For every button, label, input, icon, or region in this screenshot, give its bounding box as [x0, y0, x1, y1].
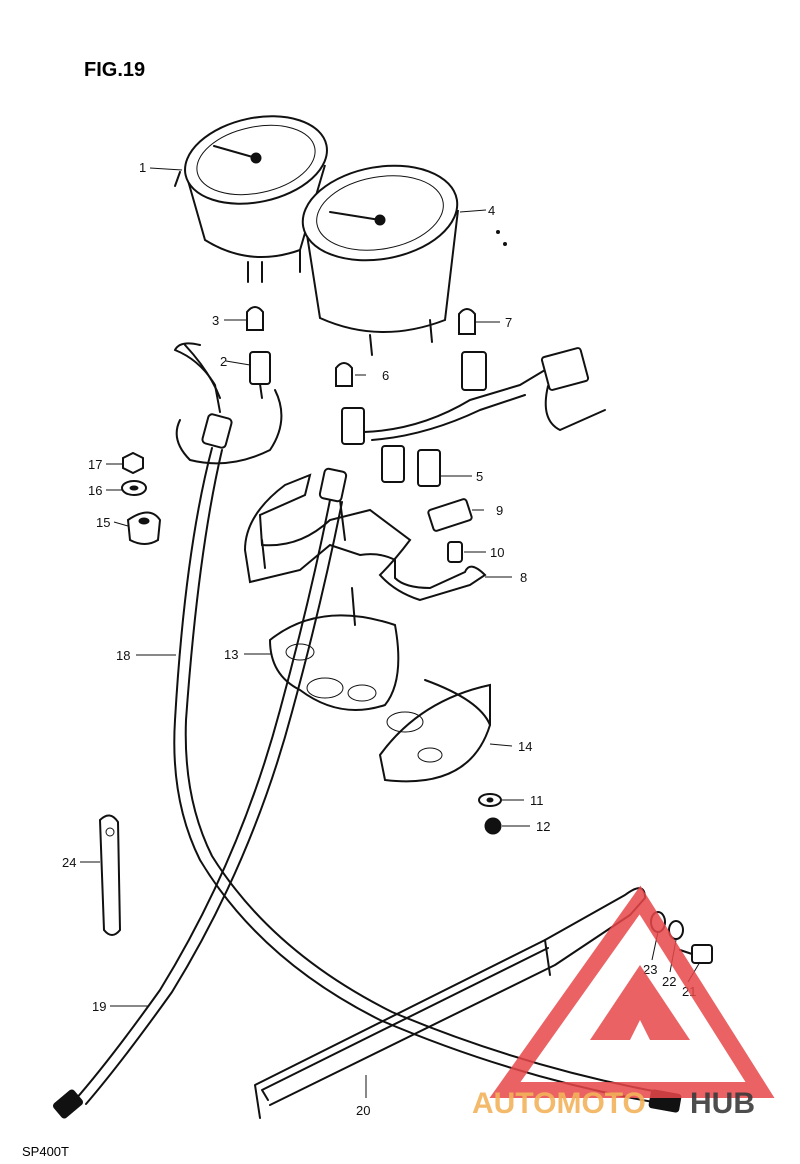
watermark-inner-mark-icon	[590, 965, 690, 1040]
nut-17-drawing	[122, 451, 144, 475]
wiring-harness-drawing	[174, 342, 606, 487]
watermark-logo	[489, 885, 775, 1098]
callout-15: 15	[96, 515, 110, 530]
tachometer-drawing	[174, 115, 328, 283]
callout-10: 10	[490, 545, 504, 560]
callouts: 1 2 3 4 5 6 7 8 9 10 11 12 13 14 15 16 1…	[62, 160, 696, 1118]
meter-cover-drawing	[378, 679, 491, 783]
callout-1: 1	[139, 160, 146, 175]
leader-lines	[80, 167, 701, 1098]
figure-title: FIG.19	[84, 59, 145, 81]
nut-12-drawing	[484, 817, 502, 835]
callout-17: 17	[88, 457, 102, 472]
meter-case-lower-drawing	[268, 587, 400, 711]
meter-bracket-drawing	[243, 473, 487, 602]
callout-12: 12	[536, 819, 550, 834]
callout-24: 24	[62, 855, 76, 870]
model-code: SP400T	[22, 1144, 69, 1159]
washer-22-drawing	[668, 920, 684, 940]
watermark-text-left: AUTOMOTO	[472, 1087, 646, 1120]
callout-20: 20	[356, 1103, 370, 1118]
bolt-21-drawing	[679, 944, 713, 964]
clamp-drawing	[98, 814, 122, 936]
bulb-6-drawing	[335, 362, 353, 387]
callout-11: 11	[530, 793, 544, 808]
callout-18: 18	[116, 648, 130, 663]
speedometer-cable-drawing	[52, 467, 348, 1119]
callout-13: 13	[224, 647, 238, 662]
bulb-3-drawing	[246, 306, 264, 331]
callout-2: 2	[220, 354, 227, 369]
indicator-lamp-drawing	[427, 498, 473, 532]
speedometer-drawing	[301, 164, 507, 356]
callout-14: 14	[518, 739, 532, 754]
watermark-triangle-icon	[489, 885, 775, 1098]
callout-16: 16	[88, 483, 102, 498]
bulb-7-drawing	[458, 308, 476, 335]
callout-9: 9	[496, 503, 503, 518]
washer-16-drawing	[121, 480, 147, 496]
callout-3: 3	[212, 313, 219, 328]
spacer-drawing	[447, 541, 463, 563]
callout-6: 6	[382, 368, 389, 383]
washer-11-drawing	[478, 793, 502, 807]
callout-22: 22	[662, 974, 676, 989]
callout-8: 8	[520, 570, 527, 585]
callout-23: 23	[643, 962, 657, 977]
callout-7: 7	[505, 315, 512, 330]
watermark-text-right: HUB	[690, 1087, 755, 1120]
callout-4: 4	[488, 203, 495, 218]
bulb-socket-2-drawing	[249, 351, 271, 399]
callout-19: 19	[92, 999, 106, 1014]
callout-5: 5	[476, 469, 483, 484]
cushion-15-drawing	[126, 511, 162, 545]
